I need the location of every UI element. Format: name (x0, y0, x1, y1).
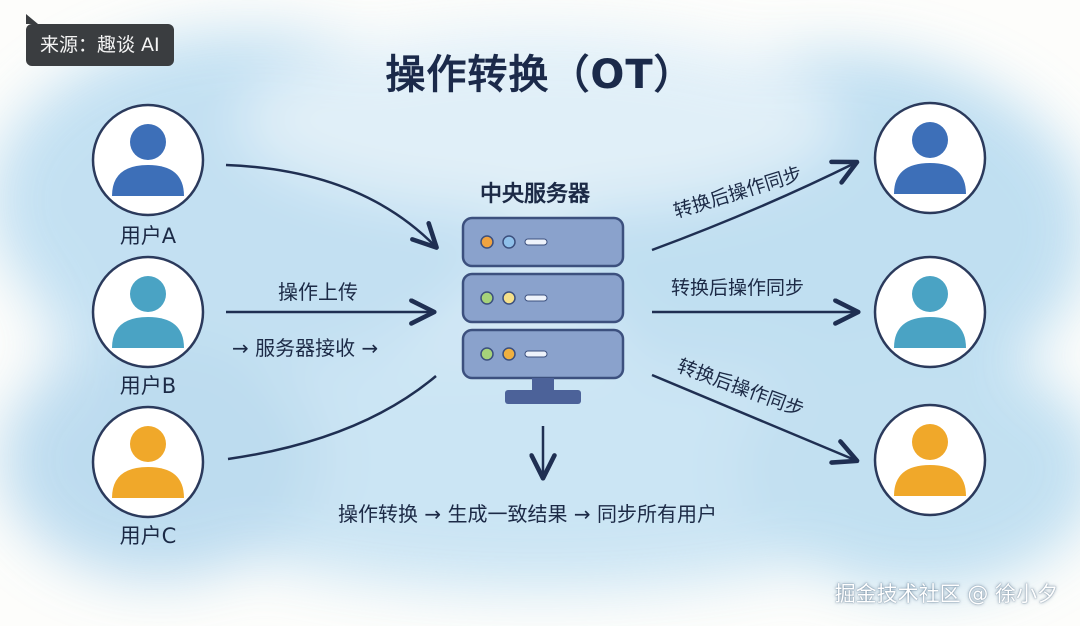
arrow-sync-bottom (651, 373, 860, 465)
user-c-label: 用户C (119, 524, 177, 548)
upload-label: 操作上传 (278, 280, 358, 304)
page-title: 操作转换（OT） (385, 52, 695, 98)
source-badge: 来源：趣谈 AI (26, 14, 174, 66)
user-a-label: 用户A (119, 224, 177, 248)
user-a-avatar-right (873, 101, 987, 215)
server-label: 中央服务器 (480, 182, 591, 207)
watermark: 掘金技术社区 @ 徐小夕 (834, 582, 1058, 606)
user-c-avatar (91, 405, 205, 519)
arrow-user-a-to-server (225, 163, 439, 250)
user-c-avatar-right (873, 403, 987, 517)
sync-label-top: 转换后操作同步 (671, 163, 805, 223)
server-icon (461, 216, 625, 404)
user-b-avatar-right (873, 255, 987, 369)
arrow-sync-top (651, 159, 860, 252)
server-receive-label: → 服务器接收 → (232, 336, 379, 360)
user-b-avatar (91, 255, 205, 369)
sync-label-middle: 转换后操作同步 (671, 277, 804, 299)
user-a-avatar (91, 103, 205, 217)
arrow-user-c-to-server (227, 375, 437, 461)
bottom-flow-label: 操作转换 → 生成一致结果 → 同步所有用户 (338, 502, 717, 526)
user-b-label: 用户B (119, 374, 177, 398)
